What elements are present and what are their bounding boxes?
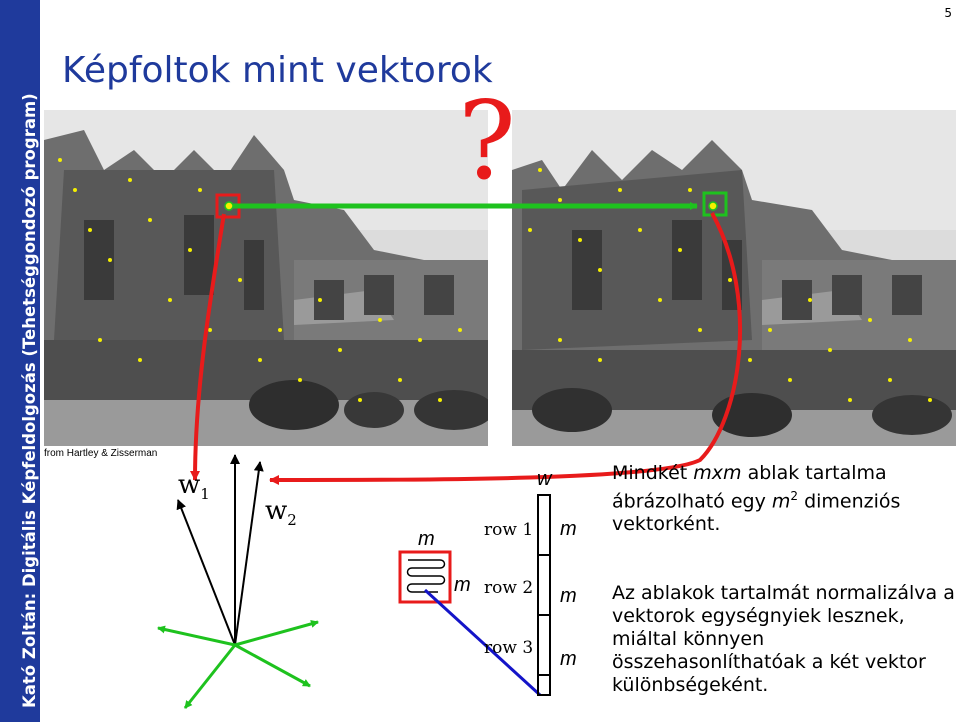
window-m-side-label: m [454, 574, 471, 596]
column-m-label-1: m [560, 518, 577, 540]
building-photo-icon [512, 110, 956, 446]
column-m-label-3: m [560, 648, 577, 670]
w1-label: w1 [178, 470, 210, 504]
window-m-top-label: m [418, 528, 435, 550]
row-3-label: row 3 [484, 638, 534, 658]
building-photo-icon [44, 110, 488, 446]
description-paragraph-1: Mindkét mxm ablak tartalma ábrázolható e… [612, 462, 901, 536]
left-building-photo [44, 110, 488, 446]
right-building-photo [512, 110, 956, 446]
w2-label: w2 [265, 496, 297, 530]
description-paragraph-2: Az ablakok tartalmát normalizálva a vekt… [612, 582, 955, 696]
vector-column [537, 494, 551, 696]
sidebar-author-text: Kató Zoltán: Digitális Képfeldolgozás (T… [20, 93, 39, 708]
page-title: Képfoltok mint vektorok [62, 50, 493, 91]
window-diagram-box [398, 550, 452, 604]
column-w-label: w [537, 468, 552, 490]
image-credit: from Hartley & Zisserman [44, 448, 158, 459]
row-1-label: row 1 [484, 520, 534, 540]
question-mark: ? [458, 79, 516, 204]
column-m-label-2: m [560, 585, 577, 607]
sidebar: Kató Zoltán: Digitális Képfeldolgozás (T… [0, 0, 40, 722]
page-number: 5 [944, 6, 952, 20]
row-2-label: row 2 [484, 578, 534, 598]
